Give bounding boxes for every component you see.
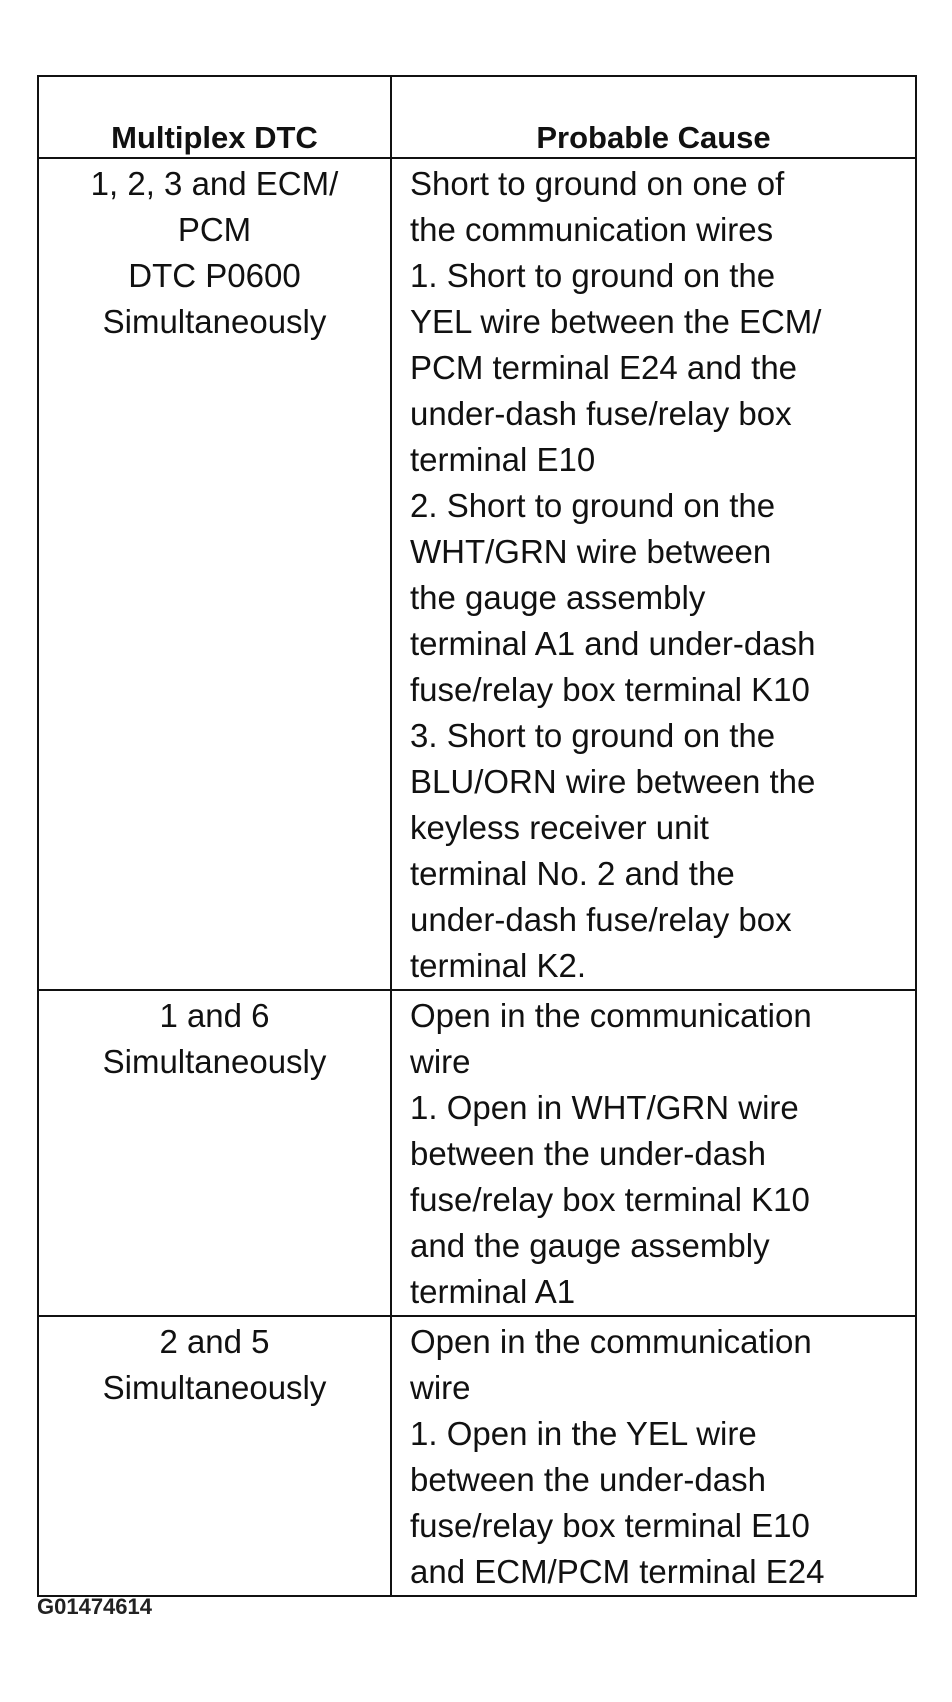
cause-line: between the under-dash (410, 1461, 766, 1498)
cause-line: Open in the communication (410, 997, 812, 1034)
figure-id: G01474614 (37, 1594, 152, 1619)
cause-line: terminal A1 (410, 1273, 576, 1310)
cause-line: 1. Open in WHT/GRN wire (410, 1089, 799, 1126)
cause-line: 3. Short to ground on the (410, 717, 776, 754)
cause-line: Short to ground on one of (410, 165, 785, 202)
table-row: 1 and 6 Simultaneously Open in the commu… (37, 989, 917, 1317)
cause-cell: Open in the communication wire 1. Open i… (390, 1315, 917, 1597)
cause-line: under-dash fuse/relay box (410, 395, 792, 432)
table-row: 2 and 5 Simultaneously Open in the commu… (37, 1315, 917, 1597)
cause-line: terminal A1 and under-dash (410, 625, 816, 662)
dtc-cell: 2 and 5 Simultaneously (37, 1315, 392, 1597)
cause-line: Open in the communication (410, 1323, 812, 1360)
cause-line: YEL wire between the ECM/ (410, 303, 822, 340)
cause-line: 2. Short to ground on the (410, 487, 776, 524)
cause-line: fuse/relay box terminal K10 (410, 671, 810, 708)
cause-line: and ECM/PCM terminal E24 (410, 1553, 825, 1590)
header-multiplex-dtc: Multiplex DTC (37, 75, 392, 159)
cause-cell: Short to ground on one of the communicat… (390, 157, 917, 991)
cause-line: 1. Open in the YEL wire (410, 1415, 757, 1452)
cause-line: and the gauge assembly (410, 1227, 770, 1264)
dtc-line: Simultaneously (102, 303, 327, 340)
header-probable-cause: Probable Cause (390, 75, 917, 159)
cause-line: PCM terminal E24 and the (410, 349, 798, 386)
cause-line: wire (410, 1043, 471, 1080)
dtc-cell: 1 and 6 Simultaneously (37, 989, 392, 1317)
cause-line: the gauge assembly (410, 579, 706, 616)
dtc-cell: 1, 2, 3 and ECM/ PCM DTC P0600 Simultane… (37, 157, 392, 991)
cause-line: BLU/ORN wire between the (410, 763, 816, 800)
dtc-line: 1 and 6 (159, 997, 270, 1034)
cause-line: terminal No. 2 and the (410, 855, 735, 892)
cause-line: wire (410, 1369, 471, 1406)
cause-line: terminal E10 (410, 441, 596, 478)
dtc-line: DTC P0600 (128, 257, 301, 294)
cause-line: WHT/GRN wire between (410, 533, 772, 570)
dtc-table: Multiplex DTC Probable Cause 1, 2, 3 and… (37, 75, 917, 1597)
cause-cell: Open in the communication wire 1. Open i… (390, 989, 917, 1317)
dtc-line: Simultaneously (102, 1369, 327, 1406)
cause-line: 1. Short to ground on the (410, 257, 776, 294)
dtc-line: 2 and 5 (159, 1323, 270, 1360)
cause-line: terminal K2. (410, 947, 587, 984)
dtc-line: 1, 2, 3 and ECM/ (90, 165, 339, 202)
header-row: Multiplex DTC Probable Cause (37, 75, 917, 159)
cause-line: keyless receiver unit (410, 809, 709, 846)
cause-line: between the under-dash (410, 1135, 766, 1172)
dtc-line: Simultaneously (102, 1043, 327, 1080)
cause-line: fuse/relay box terminal E10 (410, 1507, 810, 1544)
cause-line: fuse/relay box terminal K10 (410, 1181, 810, 1218)
cause-line: the communication wires (410, 211, 774, 248)
dtc-line: PCM (177, 211, 252, 248)
cause-line: under-dash fuse/relay box (410, 901, 792, 938)
table-row: 1, 2, 3 and ECM/ PCM DTC P0600 Simultane… (37, 157, 917, 991)
